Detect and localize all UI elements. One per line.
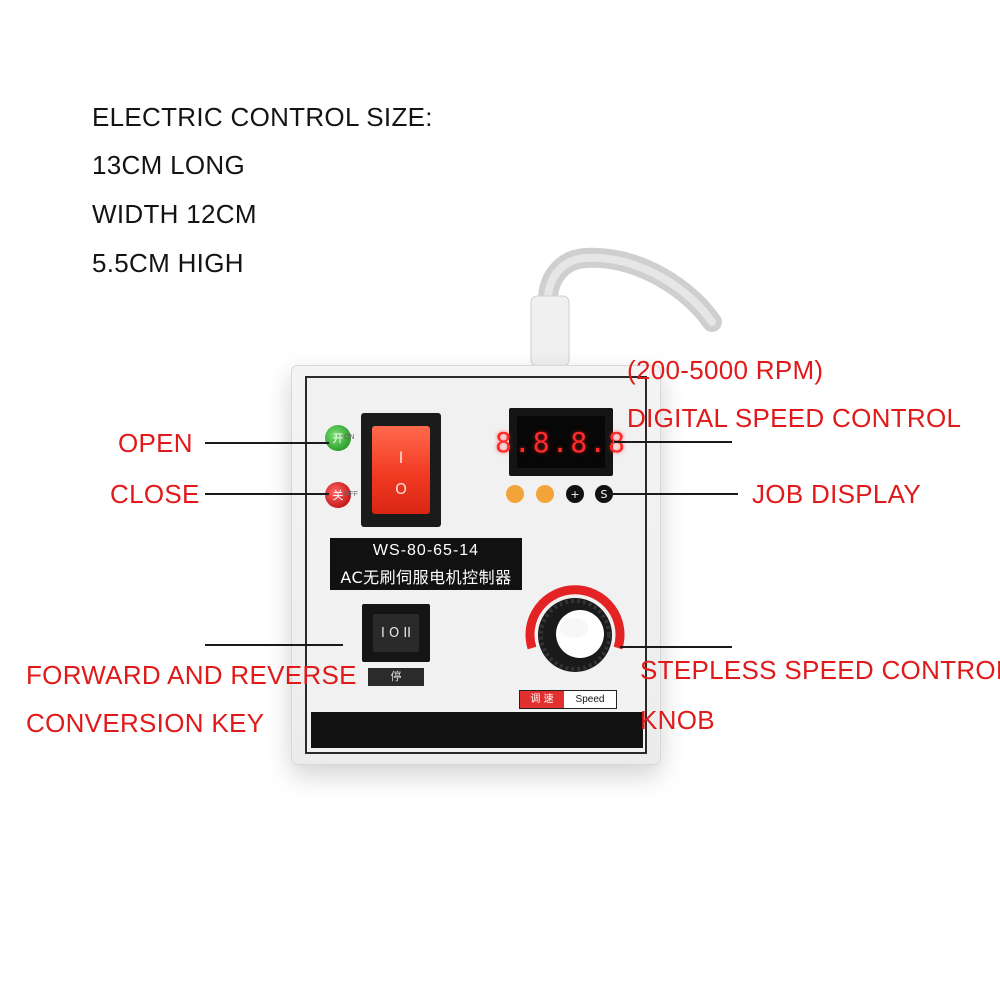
rocker-off-mark: O [395,480,407,498]
plus-button[interactable]: + [566,485,584,503]
spec-height: 5.5CM HIGH [92,248,244,278]
stop-label: 停 [368,668,424,686]
callout-display-line [614,441,732,443]
speed-label-en: Speed [575,694,605,705]
model-number: WS-80-65-14 [372,542,480,559]
led-off-char: 关 [332,489,344,502]
callout-close-line [205,493,329,495]
callout-open: OPEN [118,428,193,458]
spec-heading: ELECTRIC CONTROL SIZE: [92,102,433,132]
callout-stepless-2: KNOB [640,705,715,735]
rocker-on-mark: I [398,448,404,467]
panel-bottom-strip [311,712,643,748]
callout-job-display: JOB DISPLAY [752,479,921,509]
status-indicator-2 [536,485,554,503]
led-on-char: 开 [332,432,344,445]
callout-knob-line [620,646,732,648]
power-off-indicator: 关 [325,482,351,508]
model-label-plate: WS-80-65-14 AC无刷伺服电机控制器 [330,538,522,590]
power-rocker-switch[interactable] [372,426,430,514]
spec-length: 13CM LONG [92,150,245,180]
speed-knob[interactable] [500,560,650,690]
led-on-tag: ON [344,434,355,441]
speed-label-plate: 调 速 Speed [519,690,617,709]
status-indicator-1 [506,485,524,503]
callout-close: CLOSE [110,479,200,509]
model-description: AC无刷伺服电机控制器 [340,568,512,587]
set-button[interactable]: S [595,485,613,503]
led-off-tag: OFF [344,491,358,498]
callout-forward-reverse-1: FORWARD AND REVERSE [26,660,357,690]
callout-stepless-1: STEPLESS SPEED CONTROL [640,655,1000,685]
callout-digital-speed: DIGITAL SPEED CONTROL [627,403,962,433]
spec-width: WIDTH 12CM [92,199,257,229]
speed-label-cn: 调 速 [520,691,564,708]
speed-display: 8.8.8.8 [495,416,625,468]
direction-switch[interactable]: I O II [373,614,419,652]
callout-forward-reverse-2: CONVERSION KEY [26,708,265,738]
power-on-indicator: 开 [325,425,351,451]
callout-reverse-line [205,644,343,646]
display-digits: 8.8.8.8 [495,425,628,459]
callout-job-line [610,493,738,495]
callout-rpm-range: (200-5000 RPM) [627,355,824,385]
callout-open-line [205,442,329,444]
